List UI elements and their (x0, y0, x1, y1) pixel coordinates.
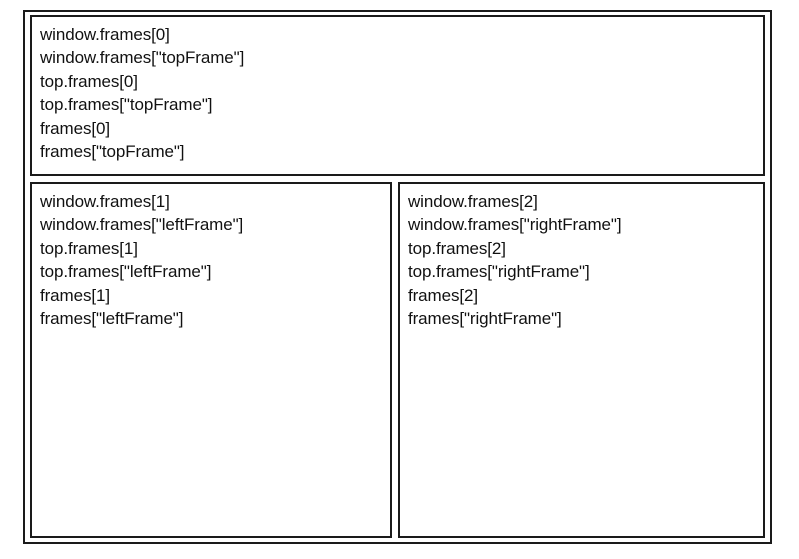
frameset-window (23, 10, 772, 544)
reference-line: frames[0] (40, 118, 110, 138)
reference-line: window.frames[2] (408, 192, 538, 211)
reference-line: frames["topFrame"] (40, 142, 185, 162)
reference-line: window.frames[0] (40, 25, 170, 44)
reference-line: window.frames["leftFrame"] (40, 215, 244, 235)
reference-line: window.frames[1] (40, 192, 170, 211)
reference-line: frames["rightFrame"] (408, 309, 562, 329)
reference-line: top.frames["leftFrame"] (40, 262, 212, 282)
reference-line: top.frames[1] (40, 238, 138, 258)
reference-line: top.frames["topFrame"] (40, 95, 213, 115)
reference-line: frames["leftFrame"] (40, 309, 184, 329)
reference-line: window.frames["rightFrame"] (408, 215, 622, 235)
reference-line: top.frames[0] (40, 71, 138, 91)
right-frame: window.frames[2] window.frames["rightFra… (398, 182, 765, 538)
reference-line: window.frames["topFrame"] (40, 48, 245, 68)
reference-line: top.frames["rightFrame"] (408, 262, 590, 282)
left-frame-references: window.frames[1] window.frames["leftFram… (40, 190, 243, 330)
top-frame-references: window.frames[0] window.frames["topFrame… (40, 23, 244, 163)
right-frame-references: window.frames[2] window.frames["rightFra… (408, 190, 622, 330)
left-frame: window.frames[1] window.frames["leftFram… (30, 182, 392, 538)
reference-line: top.frames[2] (408, 238, 506, 258)
reference-line: frames[1] (40, 285, 110, 305)
reference-line: frames[2] (408, 285, 478, 305)
top-frame: window.frames[0] window.frames["topFrame… (30, 15, 765, 176)
